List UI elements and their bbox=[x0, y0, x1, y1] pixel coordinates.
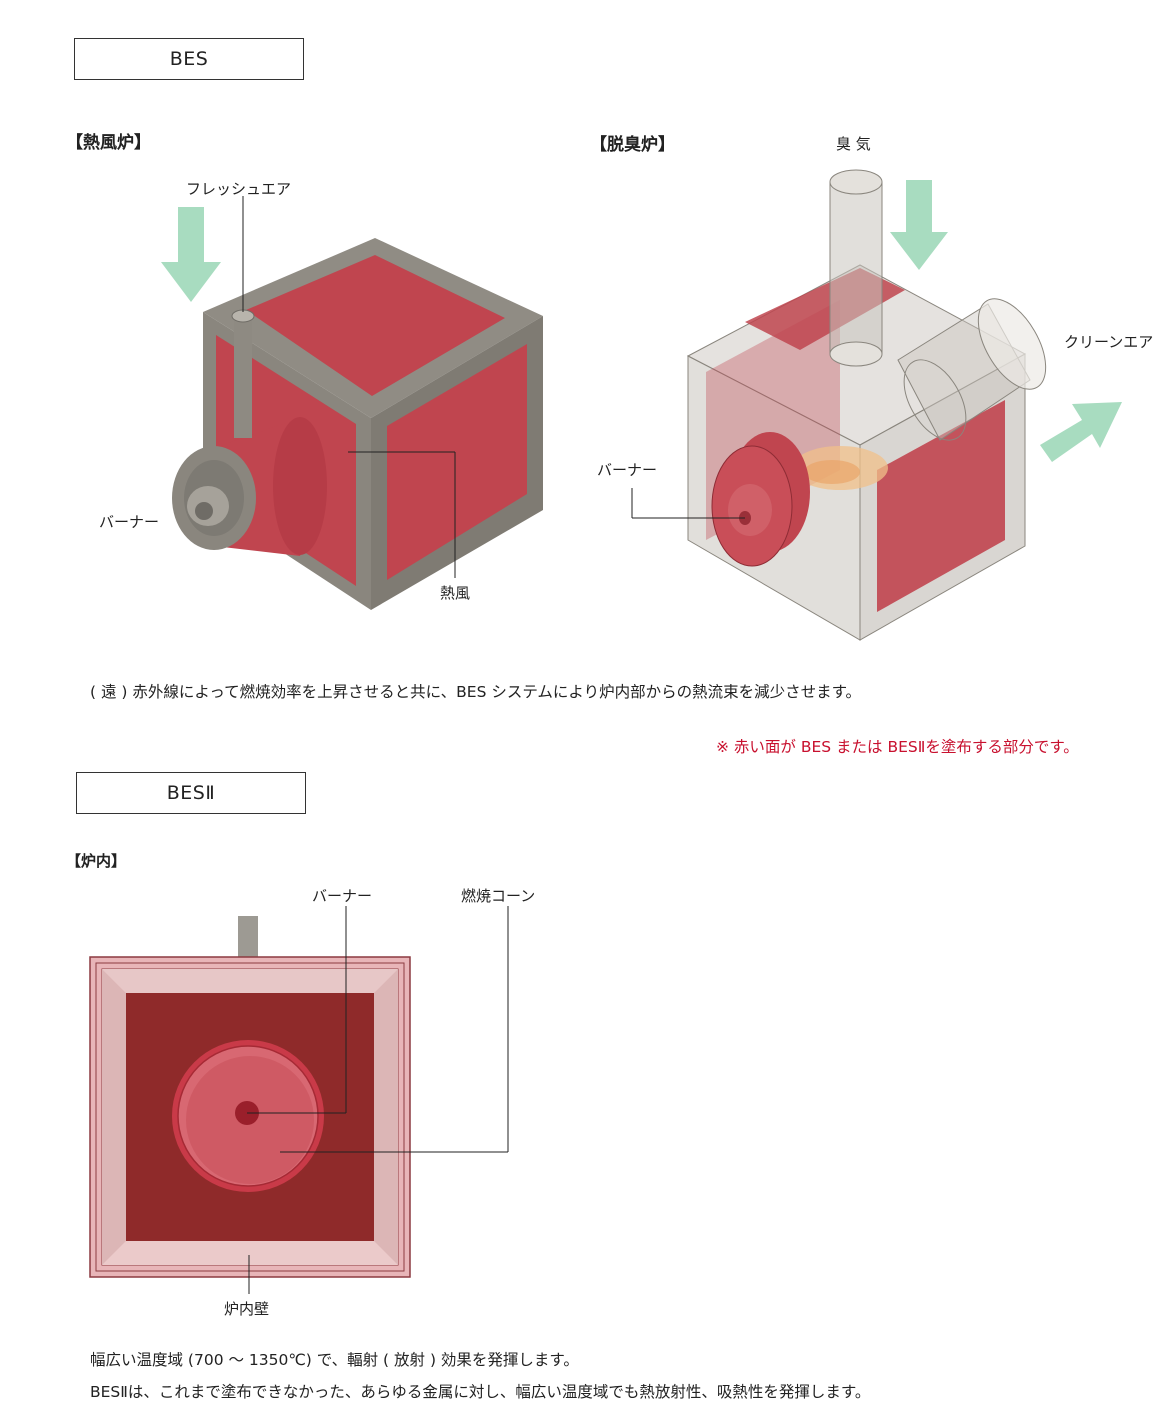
coat-right bbox=[877, 400, 1005, 612]
label-odor: 臭 気 bbox=[836, 135, 871, 153]
clean-air-arrow-icon bbox=[1040, 402, 1122, 462]
label-burner-hot-air: バーナー bbox=[99, 513, 160, 531]
odor-chimney bbox=[829, 181, 883, 355]
coat-top bbox=[246, 255, 505, 396]
label-fresh-air: フレッシュエア bbox=[186, 180, 292, 198]
burner-body-end bbox=[273, 417, 327, 555]
label-clean-air: クリーンエア bbox=[1064, 333, 1154, 351]
odor-arrow-icon bbox=[890, 180, 948, 270]
section-title-bes: BES bbox=[74, 38, 304, 80]
section2-description-1: 幅広い温度域 (700 ～ 1350℃) で、輻射 ( 放射 ) 効果を発揮しま… bbox=[90, 1351, 579, 1369]
heading-hot-air-furnace: 【熱風炉】 bbox=[66, 133, 151, 153]
coating-note: ※ 赤い面が BES または BESⅡを塗布する部分です。 bbox=[716, 738, 1079, 756]
label-hot-air: 熱風 bbox=[440, 584, 471, 602]
section1-description: ( 遠 ) 赤外線によって燃焼効率を上昇させると共に、BES システムにより炉内… bbox=[90, 683, 862, 701]
heading-deodorizing-furnace: 【脱臭炉】 bbox=[590, 135, 675, 155]
fresh-air-pipe bbox=[234, 316, 252, 438]
section2-description-2: BESⅡは、これまで塗布できなかった、あらゆる金属に対し、幅広い温度域でも熱放射… bbox=[90, 1383, 871, 1401]
heading-furnace-interior: 【炉内】 bbox=[66, 852, 127, 870]
label-furnace-wall: 炉内壁 bbox=[224, 1300, 270, 1318]
label-combustion-cone: 燃焼コーン bbox=[461, 887, 536, 905]
fresh-air-arrow-icon bbox=[161, 207, 221, 302]
label-burner-interior: バーナー bbox=[312, 887, 373, 905]
top-pipe bbox=[238, 916, 258, 958]
label-burner-deodorizing: バーナー bbox=[597, 461, 658, 479]
coat-right bbox=[387, 344, 527, 580]
section-title-bes2: BESⅡ bbox=[76, 772, 306, 814]
